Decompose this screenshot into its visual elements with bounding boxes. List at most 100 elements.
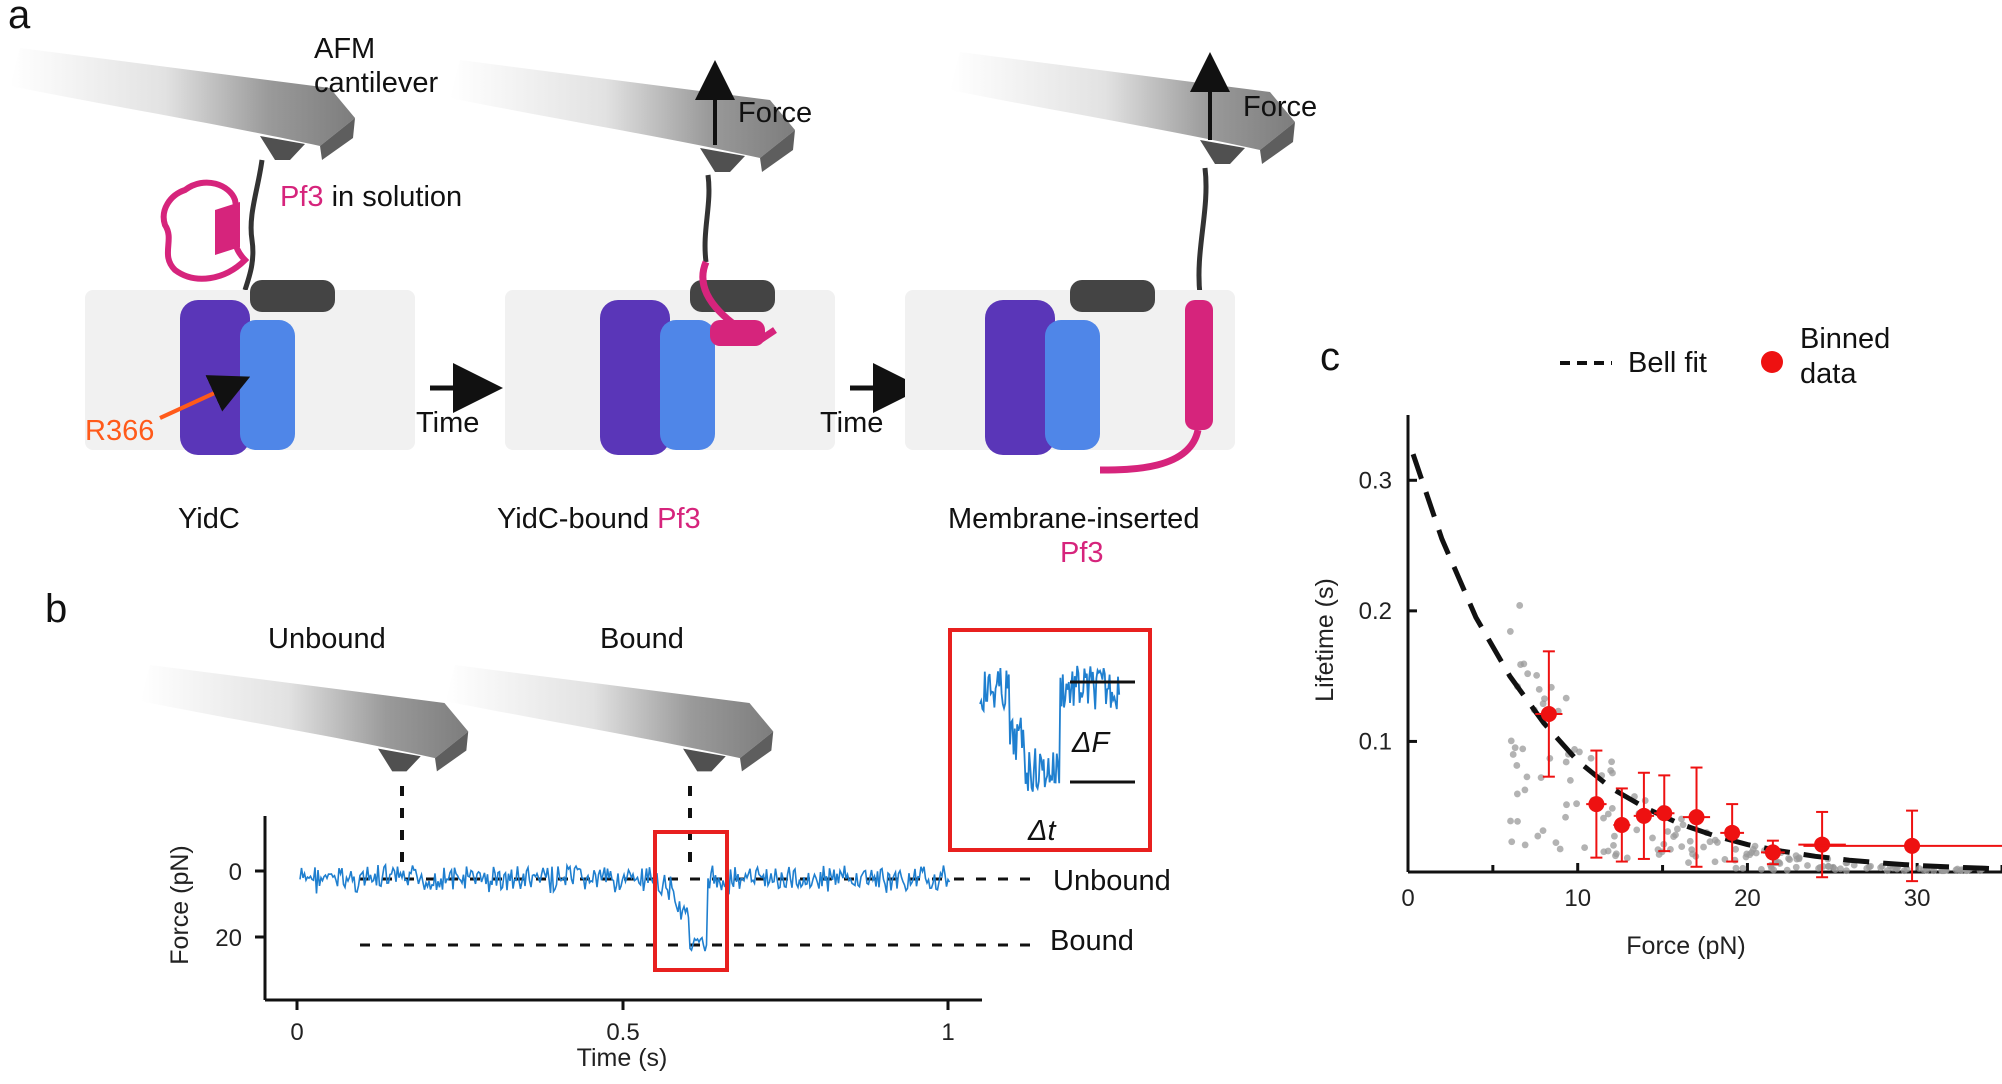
raw-point bbox=[1562, 694, 1570, 702]
unbound-level-label: Unbound bbox=[1053, 865, 1171, 897]
raw-point bbox=[1678, 843, 1686, 851]
raw-point bbox=[1516, 602, 1524, 609]
r366-label: R366 bbox=[85, 415, 154, 447]
raw-point bbox=[1523, 773, 1531, 781]
raw-point bbox=[1514, 817, 1521, 825]
selection-box bbox=[653, 830, 729, 972]
c-y-axis-label: Lifetime (s) bbox=[1311, 578, 1339, 702]
raw-point bbox=[1556, 845, 1564, 853]
raw-point bbox=[1535, 685, 1543, 693]
panel-b: b Unbound Bound 0 20 0 0.5 1 Force (pN) … bbox=[45, 587, 1171, 1072]
raw-point bbox=[1524, 670, 1532, 678]
panel-c-label: c bbox=[1320, 335, 1340, 379]
raw-point bbox=[1673, 825, 1681, 833]
raw-point bbox=[1539, 700, 1547, 708]
b-ytick-0: 0 bbox=[229, 859, 242, 886]
raw-point bbox=[1685, 859, 1692, 867]
bound-title: Bound bbox=[600, 623, 684, 655]
time-arrow-2: Time bbox=[820, 363, 923, 439]
legend-fit-label: Bell fit bbox=[1628, 347, 1707, 379]
raw-point bbox=[1517, 661, 1524, 668]
delta-t-label: Δt bbox=[1027, 815, 1057, 847]
raw-point bbox=[1612, 852, 1619, 860]
c-ytick-label: 0.2 bbox=[1359, 598, 1392, 625]
raw-point bbox=[1751, 842, 1759, 850]
b-xtick-05: 0.5 bbox=[606, 1019, 639, 1046]
raw-point bbox=[1604, 810, 1612, 818]
raw-point bbox=[1534, 832, 1542, 840]
raw-point bbox=[1877, 864, 1885, 872]
linker-2 bbox=[702, 174, 712, 263]
raw-point bbox=[1562, 758, 1570, 766]
raw-point bbox=[1732, 864, 1740, 872]
raw-point bbox=[1533, 671, 1541, 679]
raw-point bbox=[1610, 841, 1617, 849]
raw-point bbox=[1689, 850, 1696, 858]
b-xtick-1: 1 bbox=[941, 1019, 954, 1046]
raw-point bbox=[1714, 839, 1721, 846]
c-x-axis-label: Force (pN) bbox=[1626, 932, 1745, 960]
raw-point bbox=[1600, 814, 1607, 822]
pf3-solution-label: Pf3 in solution bbox=[280, 181, 462, 213]
raw-point bbox=[1608, 758, 1616, 766]
b-y-axis-label: Force (pN) bbox=[166, 845, 194, 964]
pf3-in-solution bbox=[160, 179, 250, 282]
b-ytick-20: 20 bbox=[215, 925, 242, 952]
inset-trace bbox=[979, 665, 1121, 792]
raw-point bbox=[1511, 744, 1519, 752]
c-xtick-label: 30 bbox=[1904, 885, 1931, 912]
raw-point bbox=[1843, 867, 1850, 875]
svg-text:Time: Time bbox=[416, 407, 479, 439]
panel-a-label: a bbox=[8, 0, 31, 37]
force-label-1: Force bbox=[738, 97, 812, 129]
svg-text:Time: Time bbox=[820, 407, 883, 439]
scene-1: AFM cantilever Pf3 in solution R366 YidC bbox=[10, 33, 462, 535]
afm-label-line2: cantilever bbox=[314, 67, 438, 99]
raw-point bbox=[1770, 866, 1778, 874]
afm-cantilever-1 bbox=[10, 48, 355, 160]
scene-3: Force Membrane-inserted Pf3 bbox=[905, 52, 1317, 569]
raw-point bbox=[1519, 745, 1527, 753]
legend-binned-line2: data bbox=[1800, 358, 1857, 390]
binned-point bbox=[1724, 824, 1741, 841]
raw-point bbox=[1506, 628, 1514, 635]
afm-cantilever-unbound bbox=[140, 665, 469, 772]
c-xtick-label: 0 bbox=[1401, 885, 1414, 912]
binned-point bbox=[1688, 809, 1705, 826]
raw-point bbox=[1757, 865, 1765, 873]
scene-2: Force YidC-bound Pf3 bbox=[450, 60, 835, 535]
membrane-inserted-complex bbox=[985, 280, 1213, 474]
raw-point bbox=[1889, 864, 1897, 872]
panel-b-label: b bbox=[45, 587, 67, 631]
raw-point bbox=[1521, 786, 1529, 794]
inserted-label-line1: Membrane-inserted bbox=[948, 503, 1199, 535]
c-xtick-label: 20 bbox=[1734, 885, 1761, 912]
raw-point bbox=[1923, 866, 1930, 874]
raw-point bbox=[1867, 862, 1874, 870]
legend-binned-swatch bbox=[1761, 351, 1783, 373]
panel-a: a AFM cantilever Pf3 in solution R366 Yi… bbox=[8, 0, 1317, 569]
raw-point bbox=[1915, 865, 1923, 872]
raw-point bbox=[1571, 746, 1578, 753]
raw-point bbox=[1739, 864, 1747, 872]
c-xtick-label: 10 bbox=[1564, 885, 1591, 912]
binned-point bbox=[1635, 807, 1652, 824]
raw-point bbox=[1609, 769, 1616, 777]
raw-point bbox=[1850, 861, 1858, 869]
binned-point bbox=[1540, 706, 1557, 723]
binned-point bbox=[1904, 837, 1921, 854]
raw-point bbox=[1581, 844, 1589, 851]
raw-point bbox=[1539, 827, 1547, 834]
force-label-2: Force bbox=[1243, 91, 1317, 123]
delta-f-label: ΔF bbox=[1071, 727, 1111, 759]
raw-point bbox=[1552, 839, 1560, 847]
raw-point bbox=[1711, 858, 1719, 866]
binned-point bbox=[1814, 836, 1831, 853]
time-arrow-1: Time bbox=[416, 363, 503, 439]
binned-point bbox=[1656, 805, 1673, 822]
raw-point bbox=[1600, 848, 1608, 856]
afm-label-line1: AFM bbox=[314, 33, 375, 65]
raw-point bbox=[1743, 850, 1751, 858]
